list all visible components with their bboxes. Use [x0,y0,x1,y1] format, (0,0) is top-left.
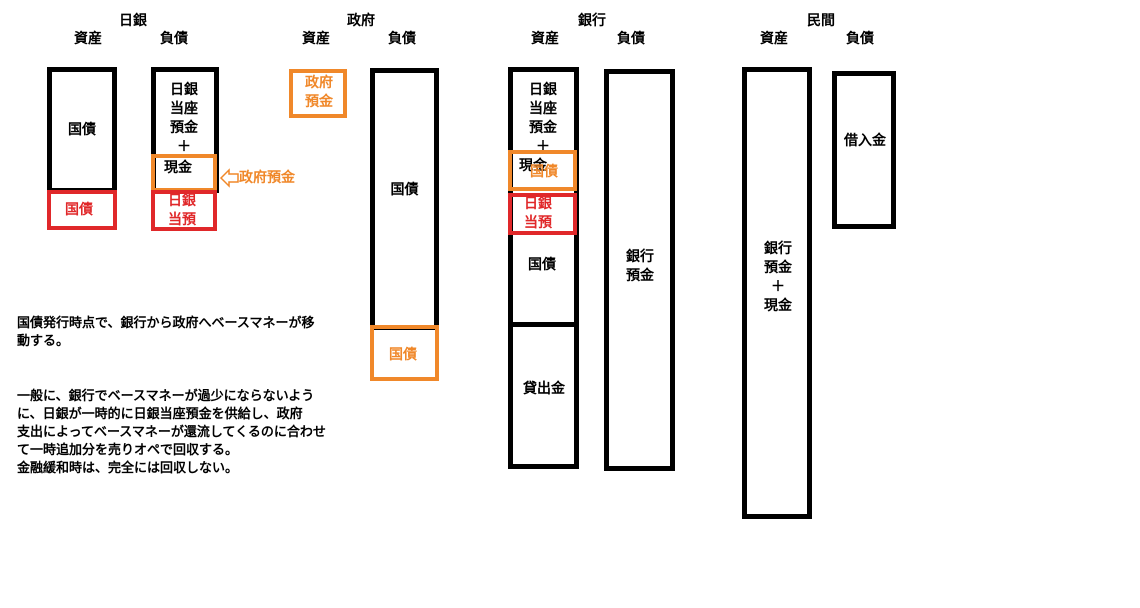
bank-liab-deposits-box [604,69,675,471]
bank-assets-boj-deposit-label: 日銀 当預 [524,196,552,231]
private-liab-loans-label: 借入金 [844,133,886,149]
header-gov-liabilities: 負債 [388,31,416,47]
header-bank-liabilities: 負債 [617,31,645,47]
boj-liab-added-label: 日銀 当預 [168,193,196,228]
bank-assets-boj-deposit-box [508,193,577,235]
header-boj-assets: 資産 [74,31,102,47]
header-boj: 日銀 [119,13,147,29]
boj-liab-main-label: 日銀 当座 預金 ＋ [170,82,198,155]
gov-assets-deposit-label: 政府 預金 [305,75,333,110]
boj-assets-jgb-added-label: 国債 [65,202,93,218]
boj-assets-jgb-label: 国債 [68,122,96,138]
bank-assets-jgb-overlap-label: 国債 [530,164,558,180]
note-issuance: 国債発行時点で、銀行から政府へベースマネーが移 動する。 [17,316,315,349]
left-arrow-icon [219,168,239,188]
header-boj-liabilities: 負債 [160,31,188,47]
bank-assets-loans-label: 貸出金 [523,381,565,397]
boj-arrow-label: 政府預金 [239,170,295,186]
private-assets-label: 銀行 預金 ＋ 現金 [764,241,792,314]
bank-assets-top-label: 日銀 当座 預金 ＋ [529,82,557,155]
boj-liab-added-box [151,190,217,231]
private-assets-box [742,67,812,519]
gov-liab-jgb-added-box [370,325,439,381]
header-gov: 政府 [347,13,375,29]
bank-assets-divider [508,322,579,327]
header-private-assets: 資産 [760,31,788,47]
header-private-liabilities: 負債 [846,31,874,47]
header-private: 民間 [807,13,835,29]
bank-assets-cash-label: 現金 [519,158,547,174]
gov-liab-jgb-added-label: 国債 [389,347,417,363]
boj-assets-jgb-added-box [47,190,117,230]
header-bank: 銀行 [578,13,606,29]
note-base-money: 一般に、銀行でベースマネーが過少にならないよう に、日銀が一時的に日銀当座預金を… [17,389,326,476]
bank-assets-outline-box [508,67,579,469]
header-gov-assets: 資産 [302,31,330,47]
bank-assets-cash-box [508,150,577,191]
header-bank-assets: 資産 [531,31,559,47]
bank-liab-deposits-label: 銀行 預金 [626,249,654,284]
bank-assets-jgb-label: 国債 [528,257,556,273]
gov-liab-jgb-label: 国債 [390,182,419,198]
boj-liab-cash-label: 現金 [164,160,192,176]
gov-assets-deposit-box [289,69,347,118]
private-liab-loans-box [832,71,896,229]
